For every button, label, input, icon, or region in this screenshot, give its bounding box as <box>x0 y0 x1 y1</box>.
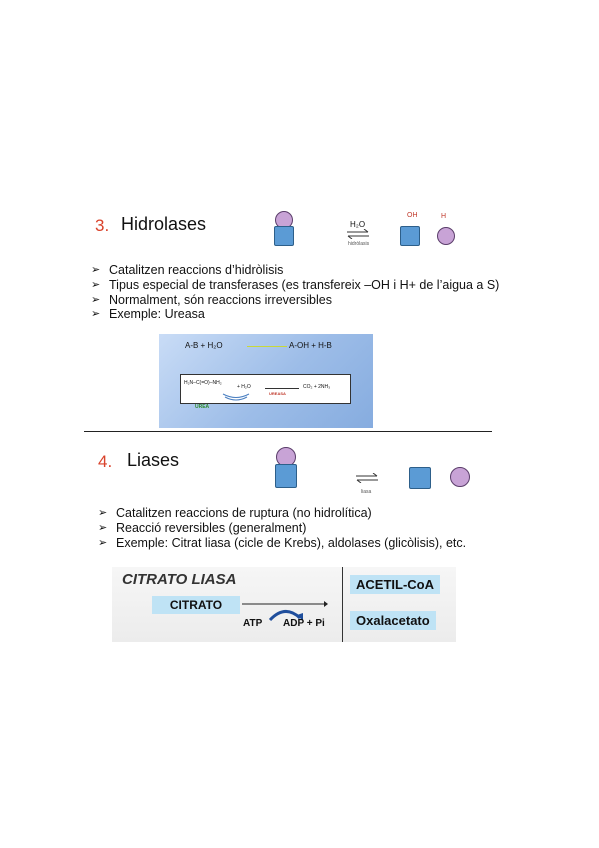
bullet-item: Catalitzen reaccions d’hidròlisis <box>89 263 499 278</box>
product-circle-h <box>437 227 455 245</box>
citrato-liasa-figure: CITRATO LIASA CITRATO ATP ADP + Pi ACETI… <box>112 567 456 642</box>
water-label: H₂O <box>350 220 366 229</box>
liasa-arrow-label: liasa <box>361 489 372 495</box>
products-co2-nh3: CO₂ + 2NH₃ <box>303 384 331 390</box>
bullet-item: Exemple: Ureasa <box>89 307 499 322</box>
section-3-title: Hidrolases <box>121 214 207 234</box>
hidrolasa-arrow-label: hidròlasis <box>348 241 370 247</box>
section-4-number: 4. <box>98 452 113 471</box>
curved-arrow-icon <box>222 393 250 401</box>
plus-water-text: + H₂O <box>237 384 251 390</box>
bullet-item: Normalment, són reaccions irreversibles <box>89 293 499 308</box>
bullet-item: Reacció reversibles (generalment) <box>96 521 466 536</box>
section-3-bullets: Catalitzen reaccions d’hidròlisis Tipus … <box>89 263 499 322</box>
ureasa-arrow <box>265 388 299 389</box>
enzyme-block <box>275 464 297 488</box>
adp-label: ADP + Pi <box>283 618 325 629</box>
bullet-item: Tipus especial de transferases (es trans… <box>89 278 499 293</box>
bullet-item: Catalitzen reaccions de ruptura (no hidr… <box>96 506 466 521</box>
h-label: H <box>441 213 447 220</box>
urea-reaction-box: H₂N–C(=O)–NH₂ + H₂O UREASA CO₂ + 2NH₃ <box>180 374 351 404</box>
section-divider <box>84 431 492 432</box>
enzyme-block-oh <box>400 226 420 246</box>
ureasa-figure: A-B + H₂O A-OH + H-B H₂N–C(=O)–NH₂ + H₂O… <box>159 334 373 428</box>
atp-label: ATP <box>243 618 263 629</box>
section-4-title: Liases <box>127 450 180 470</box>
product-circle <box>450 467 470 487</box>
bullet-item: Exemple: Citrat liasa (cicle de Krebs), … <box>96 536 466 551</box>
section-4-bullets: Catalitzen reaccions de ruptura (no hidr… <box>96 506 466 550</box>
reactants-text: A-B + H₂O <box>185 341 223 350</box>
reaction-arrow <box>247 346 287 347</box>
reaction-arrow-icon <box>242 601 328 622</box>
section-3-number: 3. <box>95 216 110 235</box>
figure-heading: CITRATO LIASA <box>122 571 237 588</box>
figure-divider <box>342 567 343 642</box>
products-text: A-OH + H-B <box>289 341 332 350</box>
oxalacetato-label: Oxalacetato <box>350 611 436 630</box>
citrato-label: CITRATO <box>152 596 240 614</box>
oh-label: OH <box>407 212 418 219</box>
acetil-coa-label: ACETIL-CoA <box>350 575 440 594</box>
enzyme-block-product <box>409 467 431 489</box>
enzyme-block <box>274 226 294 246</box>
equilibrium-arrows-icon <box>356 473 378 483</box>
ureasa-enzyme-label: UREASA <box>269 391 286 396</box>
urea-label: UREA <box>195 404 210 410</box>
urea-formula: H₂N–C(=O)–NH₂ <box>184 380 222 386</box>
equilibrium-arrows-icon <box>347 229 369 239</box>
